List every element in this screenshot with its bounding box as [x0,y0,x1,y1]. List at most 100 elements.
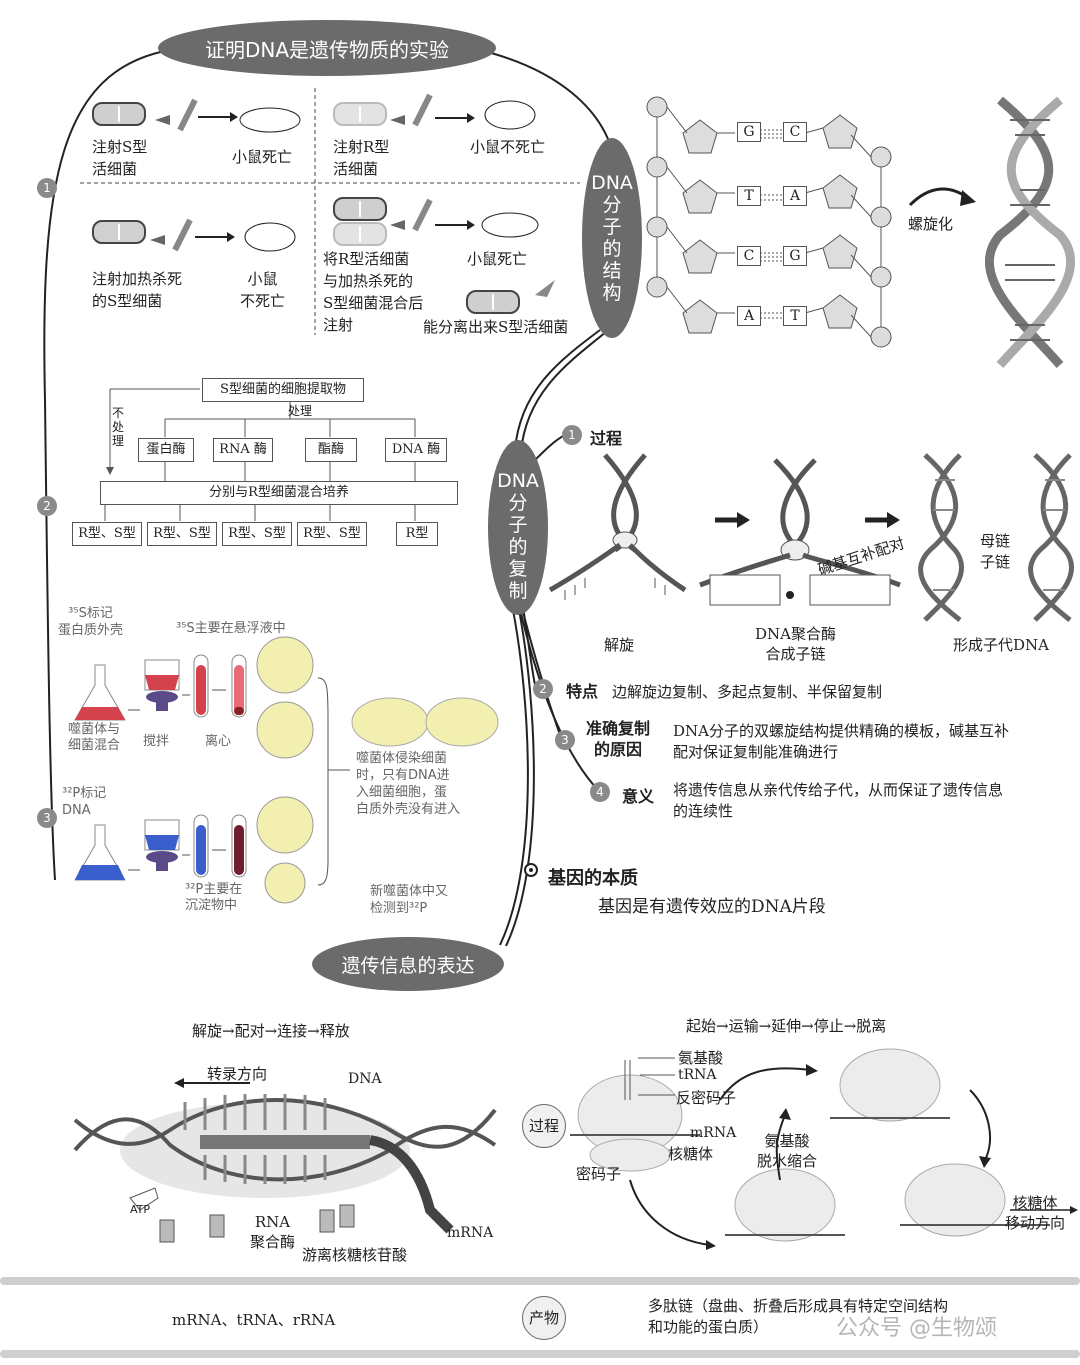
translation-steps: 起始→运输→延伸→停止→脱离 [686,1017,887,1035]
p32-label: ³²P标记 DNA [62,786,107,818]
exp1-c-result: 小鼠 不死亡 [240,270,286,310]
base-left-4: A [737,306,761,326]
translation-illustration [570,1048,1078,1250]
result-box-1: R型、S型 [72,522,142,546]
result-box-5: R型 [396,522,438,546]
s-bacteria-icon [92,102,146,126]
exp1-d-result: 小鼠死亡 [467,250,528,268]
dehydration-label: 氨基酸 脱水缩合 [757,1132,818,1170]
enzyme-box-1: 蛋白酶 [138,438,194,462]
expression-node: 遗传信息的表达 [312,937,504,991]
mrna-translation-label: mRNA [690,1125,737,1141]
meaning-text: 将遗传信息从亲代传给子代，从而保证了遗传信息 的连续性 [673,781,1004,820]
r-bacteria-icon [333,102,387,126]
child-strand-label: 子链 [980,553,1011,571]
syringe-mouse-b [390,93,536,130]
gene-text: 基因是有遗传效应的DNA片段 [598,897,826,917]
centrifuge-label: 离心 [205,734,232,749]
feature-text: 边解旋边复制、多起点复制、半保留复制 [612,683,883,701]
helix-label: 螺旋化 [908,215,954,233]
enzyme-box-3: 酯酶 [305,438,357,462]
s35-label: ³⁵S标记 蛋白质外壳 [58,606,124,638]
step-badge-1: 1 [37,178,57,198]
s-bacteria-dead-icon [92,220,146,244]
translation-process-node: 过程 [522,1104,566,1148]
anticodon-label: 反密码子 [676,1089,737,1107]
base-left-3: C [737,246,761,266]
s-bacteria-mix-icon-1 [333,197,387,221]
gene-title: 基因的本质 [548,868,638,889]
replication-node: DNA 分 子 的 复 制 [488,440,548,615]
exp1-c-text: 注射加热杀死 的S型细菌 [92,270,183,310]
p32-sediment: ³²P主要在 沉淀物中 [185,882,243,913]
step-badge-3: 3 [37,808,57,828]
nucleotides-label: 游离核糖核苷酸 [302,1246,408,1264]
result-label: 形成子代DNA [953,636,1049,654]
mix-label: 噬菌体与 细菌混合 [68,722,121,753]
reason-text: DNA分子的双螺旋结构提供精确的模板，碱基互补 配对保证复制能准确进行 [673,722,1009,761]
rep-badge-1: 1 [562,425,582,445]
step-badge-2: 2 [37,496,57,516]
double-helix [985,96,1075,368]
exp1-a-result: 小鼠死亡 [232,148,293,166]
r-bacteria-mix-icon-2 [333,222,387,246]
main-title-node: 证明DNA是遗传物质的实验 [158,20,496,76]
base-right-4: T [783,306,807,326]
syringe-mouse-d [390,198,555,297]
rep-badge-4: 4 [590,782,610,802]
avery-no-treat: 不 处 理 [112,406,125,448]
expression-label: 遗传信息的表达 [341,954,475,977]
structure-node: DNA 分 子 的 结 构 [582,138,642,338]
result-box-2: R型、S型 [147,522,217,546]
s35-supernatant: ³⁵S主要在悬浮液中 [176,621,286,636]
trna-label: tRNA [678,1067,717,1083]
syringe-mouse-a [155,98,301,133]
enzyme-box-4: DNA 酶 [385,438,447,462]
dna-label: DNA [348,1071,382,1087]
exp1-d-text: 将R型活细菌 与加热杀死的 S型细菌混合后 注射 [323,250,424,334]
parent-strand-label: 母链 [980,532,1011,550]
result-box-4: R型、S型 [297,522,367,546]
dna-ladder [646,96,892,348]
avery-mix-box: 分别与R型细菌混合培养 [100,481,458,505]
product-band-bottom [0,1350,1080,1358]
rep-badge-2: 2 [533,679,553,699]
polymerase-label: DNA聚合酶 合成子链 [755,625,836,663]
transcription-illustration [73,1078,497,1243]
ribosome-move-label: 核糖体 移动方向 [1005,1194,1066,1232]
replication-illustration [548,453,1074,622]
exp1-a-text: 注射S型 活细菌 [92,138,148,178]
reason-label: 准确复制 的原因 [586,719,651,759]
result-box-3: R型、S型 [222,522,292,546]
product-band-top [0,1277,1080,1285]
transcription-steps: 解旋→配对→连接→释放 [192,1022,350,1040]
stir-label: 搅拌 [143,734,170,749]
product-left: mRNA、tRNA、rRNA [172,1311,336,1329]
base-right-2: A [783,186,807,206]
exp1-b-result: 小鼠不死亡 [470,138,546,156]
s-bacteria-isolated-icon [466,290,520,314]
rep-badge-3: 3 [555,730,575,750]
exp1-b-text: 注射R型 活细菌 [333,138,390,178]
avery-lines [104,388,416,521]
hydrogen-bonds [760,129,783,319]
atp-label: ATP [130,1203,151,1216]
helix-arrow [908,187,976,207]
product-node: 产物 [522,1296,566,1340]
base-left-1: G [737,122,761,142]
syringe-mouse-c [150,218,296,252]
transcription-direction: 转录方向 [207,1065,268,1083]
watermark-text: 公众号 @生物颂 [836,1316,997,1341]
feature-label: 特点 [566,682,599,701]
base-left-2: T [737,186,761,206]
base-right-3: G [783,246,807,266]
enzyme-box-2: RNA 酶 [213,438,273,462]
exp1-d-extra: 能分离出来S型活细菌 [423,318,569,336]
codon-label: 密码子 [576,1165,622,1183]
hershey-chase-illustration [74,636,314,904]
main-title: 证明DNA是遗传物质的实验 [204,37,450,62]
avery-treat: 处理 [288,404,313,418]
avery-top-box: S型细菌的细胞提取物 [202,378,364,402]
unwind-label: 解旋 [604,636,635,654]
